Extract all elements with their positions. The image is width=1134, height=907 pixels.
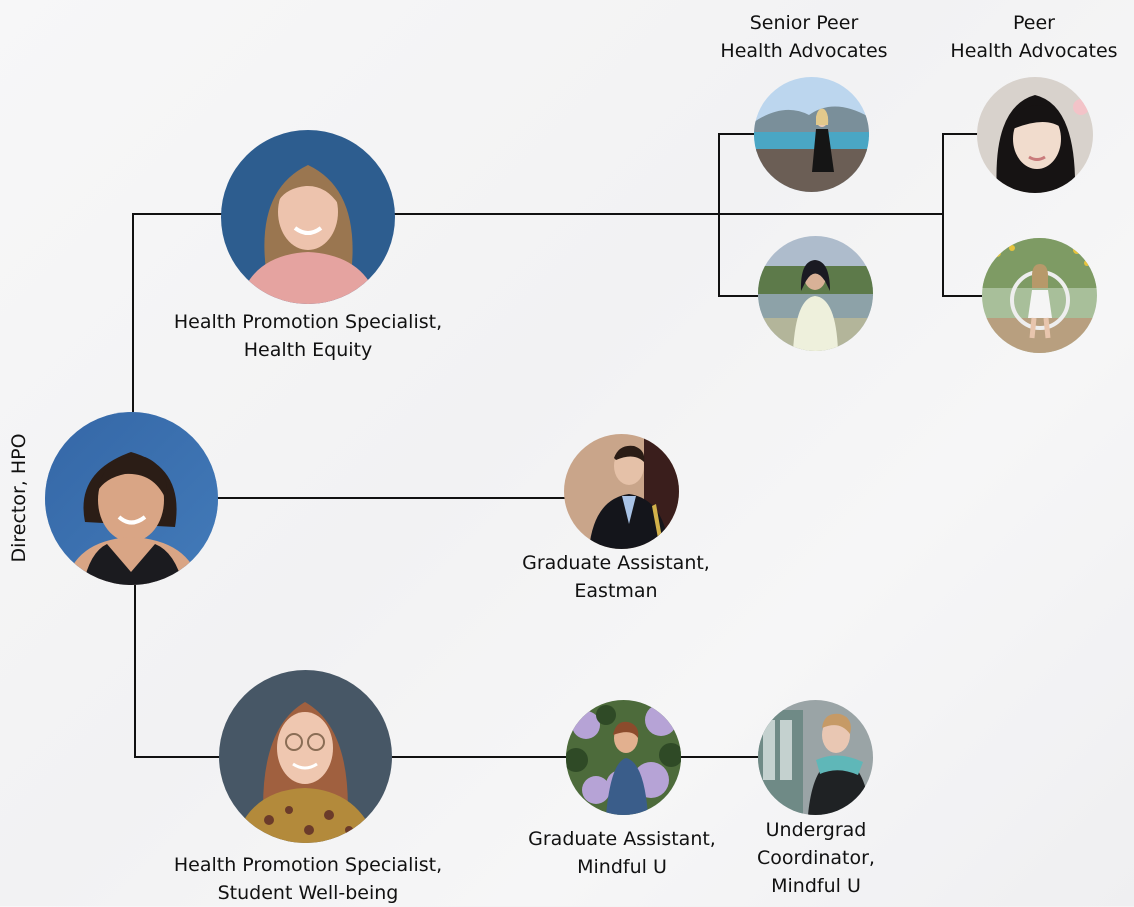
specialist-equity-line1: Health Promotion Specialist,: [173, 311, 443, 333]
specialist-wellbeing-line1: Health Promotion Specialist,: [173, 854, 443, 876]
connector-director-wellbeing: [134, 584, 220, 758]
peer-photo-1: [977, 77, 1093, 193]
senior-peer-photo-1: [754, 77, 869, 192]
connector-senior-peers: [718, 133, 758, 297]
senior-peer-header-line1: Senior Peer: [749, 12, 859, 34]
director-photo: [45, 412, 218, 585]
peer-header-line2: Health Advocates: [950, 40, 1118, 62]
ga-mindful-label: Graduate Assistant, Mindful U: [528, 825, 716, 881]
specialist-wellbeing-line2: Student Well-being: [217, 882, 399, 904]
ga-eastman-photo: [564, 434, 679, 549]
undergrad-coordinator-line3: Mindful U: [771, 875, 861, 897]
ga-eastman-label: Graduate Assistant, Eastman: [522, 549, 710, 605]
undergrad-coordinator-photo: [758, 700, 873, 815]
senior-peer-header: Senior Peer Health Advocates: [720, 9, 887, 65]
undergrad-coordinator-line1: Undergrad: [765, 819, 867, 841]
specialist-equity-label: Health Promotion Specialist, Health Equi…: [174, 308, 442, 364]
ga-mindful-photo: [566, 700, 681, 815]
undergrad-coordinator-line2: Coordinator,: [757, 847, 875, 869]
specialist-wellbeing-label: Health Promotion Specialist, Student Wel…: [174, 851, 442, 907]
specialist-wellbeing-photo: [219, 670, 392, 843]
specialist-equity-line2: Health Equity: [243, 339, 373, 361]
peer-header-line1: Peer: [1013, 12, 1055, 34]
senior-peer-header-line2: Health Advocates: [720, 40, 888, 62]
ga-eastman-line1: Graduate Assistant,: [522, 552, 710, 574]
peer-photo-2: [982, 238, 1097, 353]
undergrad-coordinator-label: Undergrad Coordinator, Mindful U: [757, 816, 875, 900]
connector-director-equity: [132, 213, 222, 412]
ga-mindful-line2: Mindful U: [577, 856, 667, 878]
connector-peers: [942, 133, 982, 297]
ga-mindful-line1: Graduate Assistant,: [528, 828, 716, 850]
peer-header: Peer Health Advocates: [950, 9, 1117, 65]
director-title: Director, HPO: [8, 433, 30, 563]
senior-peer-photo-2: [758, 236, 873, 351]
specialist-equity-photo: [221, 130, 395, 304]
ga-eastman-line2: Eastman: [574, 580, 658, 602]
